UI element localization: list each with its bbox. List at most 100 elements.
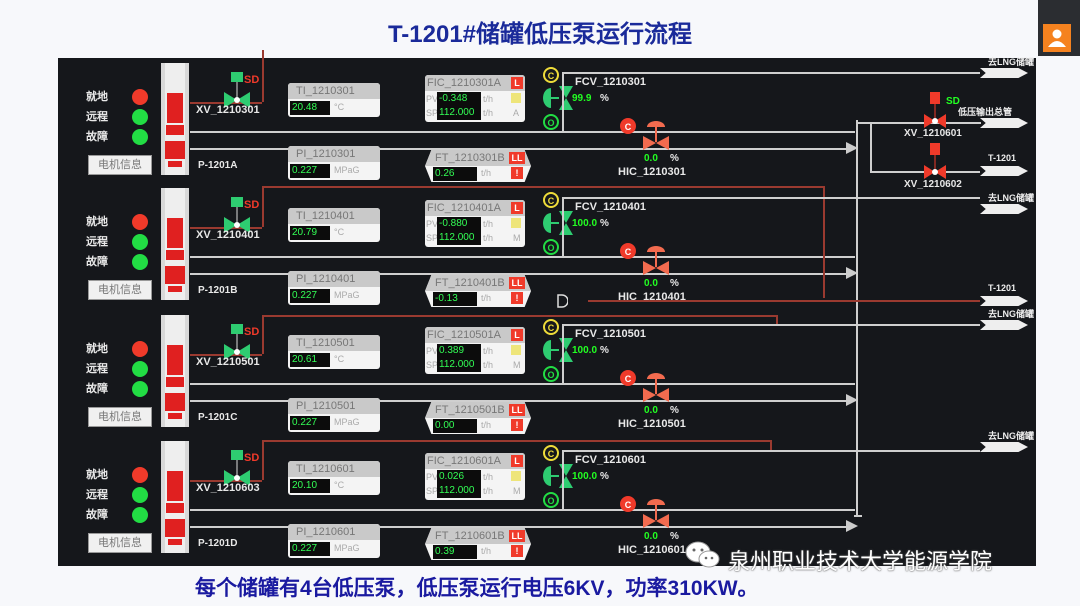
- sd-return-line: [588, 300, 980, 302]
- status-label: 故障: [86, 256, 108, 268]
- sd-valve-icon[interactable]: [224, 72, 250, 110]
- sd-valve-icon[interactable]: [224, 197, 250, 235]
- hand-valve-icon[interactable]: [643, 245, 669, 279]
- pump-icon[interactable]: [160, 315, 190, 427]
- hand-valve-icon[interactable]: [643, 372, 669, 406]
- outlet-arrow: [980, 204, 1028, 214]
- pi-value: 0.227: [290, 542, 330, 556]
- outlet-arrow: [980, 166, 1028, 176]
- flow-unit: t/h: [481, 168, 492, 178]
- t1201-branch: [870, 122, 872, 172]
- fcv-value: 99.9: [572, 93, 592, 104]
- control-valve-icon[interactable]: [541, 462, 575, 490]
- hic-c-indicator[interactable]: C: [620, 118, 636, 134]
- control-o-indicator[interactable]: O: [543, 114, 559, 130]
- motor-info-button[interactable]: 电机信息: [88, 280, 152, 300]
- ti-value: 20.48: [290, 101, 330, 115]
- outlet-label: 去LNG储罐: [988, 193, 1034, 203]
- hand-valve-icon[interactable]: [643, 498, 669, 532]
- return-pipe: [190, 148, 850, 150]
- hic-c-indicator[interactable]: C: [620, 370, 636, 386]
- bypass-pipe: [562, 324, 980, 326]
- temp-unit: °C: [334, 102, 345, 112]
- control-c-indicator[interactable]: C: [543, 445, 559, 461]
- control-valve-icon[interactable]: [541, 336, 575, 364]
- flow-unit: t/h: [483, 94, 494, 104]
- motor-info-button[interactable]: 电机信息: [88, 407, 152, 427]
- fcv-value: 100.0: [572, 345, 598, 356]
- watermark-text: 泉州职业技术大学能源学院: [728, 549, 993, 574]
- outlet-arrow: [980, 118, 1028, 128]
- status-label: 远程: [86, 111, 108, 123]
- hand-valve-icon[interactable]: [643, 120, 669, 154]
- flow-unit: t/h: [481, 293, 492, 303]
- control-c-indicator[interactable]: C: [543, 192, 559, 208]
- control-o-indicator[interactable]: O: [543, 366, 559, 382]
- outlet-label: 去LNG储罐: [988, 431, 1034, 441]
- status-light-green: [132, 487, 148, 503]
- header-valve-icon[interactable]: [924, 92, 946, 128]
- alarm-icon: !: [511, 292, 523, 304]
- flow-arrow-icon: [846, 520, 858, 532]
- mode-indicator: [511, 93, 521, 103]
- pct-unit: %: [670, 278, 679, 289]
- temp-unit: °C: [334, 480, 345, 490]
- control-o-indicator[interactable]: O: [543, 492, 559, 508]
- pi-tag: PI_1210301: [288, 146, 380, 162]
- status-label: 故障: [86, 509, 108, 521]
- sd-label: SD: [244, 452, 260, 464]
- pump-icon[interactable]: [160, 188, 190, 300]
- hic-c-indicator[interactable]: C: [620, 243, 636, 259]
- control-c-indicator[interactable]: C: [543, 319, 559, 335]
- xv-tag: XV_1210401: [196, 229, 260, 241]
- temp-unit: °C: [334, 354, 345, 364]
- pi-tag: PI_1210401: [288, 271, 380, 287]
- fic-tag: FIC_1210401A: [425, 200, 525, 216]
- outlet-label: 低压输出总管: [958, 107, 1013, 117]
- hic-value: 0.0: [644, 405, 658, 416]
- pump-icon[interactable]: [160, 63, 190, 175]
- control-c-indicator[interactable]: C: [543, 67, 559, 83]
- alarm-ll-badge: LL: [509, 530, 525, 542]
- pump-icon[interactable]: [160, 441, 190, 553]
- alarm-l-badge: L: [511, 77, 523, 89]
- ti-value: 20.79: [290, 226, 330, 240]
- status-light-red: [132, 89, 148, 105]
- sd-valve-icon[interactable]: [224, 450, 250, 488]
- flow-unit: t/h: [483, 219, 494, 229]
- status-light-red: [132, 341, 148, 357]
- sd-valve-icon[interactable]: [224, 324, 250, 362]
- flow-unit: t/h: [481, 420, 492, 430]
- mode-indicator: [511, 218, 521, 228]
- user-avatar[interactable]: [1043, 24, 1071, 52]
- page-title: T-1201#储罐低压泵运行流程: [387, 21, 693, 48]
- control-valve-icon[interactable]: [541, 84, 575, 112]
- control-valve-icon[interactable]: [541, 209, 575, 237]
- hic-c-indicator[interactable]: C: [620, 496, 636, 512]
- control-o-indicator[interactable]: O: [543, 239, 559, 255]
- fic-mode: A: [513, 108, 520, 118]
- motor-info-button[interactable]: 电机信息: [88, 533, 152, 553]
- ti-tag: TI_1210601: [288, 461, 380, 477]
- flow-unit: t/h: [483, 108, 494, 118]
- header-valve-icon[interactable]: [924, 143, 946, 179]
- status-label: 就地: [86, 343, 108, 355]
- motor-info-button[interactable]: 电机信息: [88, 155, 152, 175]
- status-light-green: [132, 361, 148, 377]
